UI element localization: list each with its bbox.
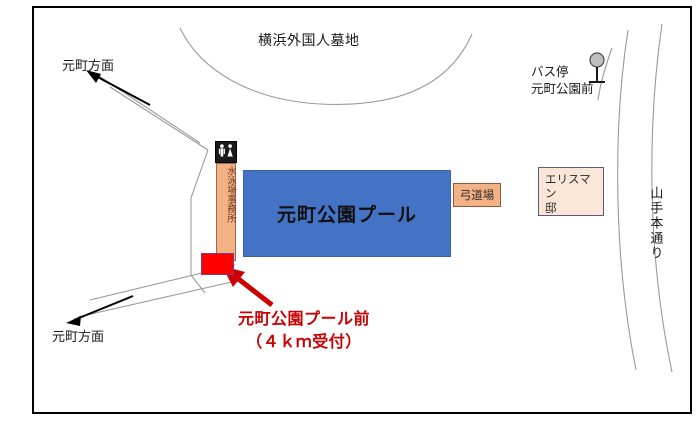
motomachi-park-pool-label: 元町公園プール	[276, 205, 417, 226]
kyudo-hall-label: 弓道場	[459, 190, 495, 202]
bus-stop-label: バス停 元町公園前	[531, 65, 594, 96]
motomachi-park-pool-block[interactable]: 元町公園プール	[243, 170, 451, 257]
ehrismann-house-label: エリスマン 邸	[545, 174, 591, 215]
cemetery-label: 横浜外国人墓地	[258, 32, 360, 48]
kyudo-hall-block[interactable]: 弓道場	[453, 183, 501, 207]
pool-office-block[interactable]: 水泳場事務所	[216, 163, 236, 261]
yamate-street-label: 山手本通り	[648, 186, 664, 261]
pool-office-label: 水泳場事務所	[225, 166, 236, 223]
reception-point-callout-label: 元町公園プール前 （４ｋｍ受付）	[237, 311, 370, 352]
reception-point-marker[interactable]	[201, 253, 234, 275]
motomachi-direction-bottom-label: 元町方面	[52, 329, 105, 344]
ehrismann-house-block[interactable]: エリスマン 邸	[538, 167, 604, 216]
restroom-icon	[215, 141, 237, 163]
motomachi-direction-top-label: 元町方面	[62, 58, 115, 73]
